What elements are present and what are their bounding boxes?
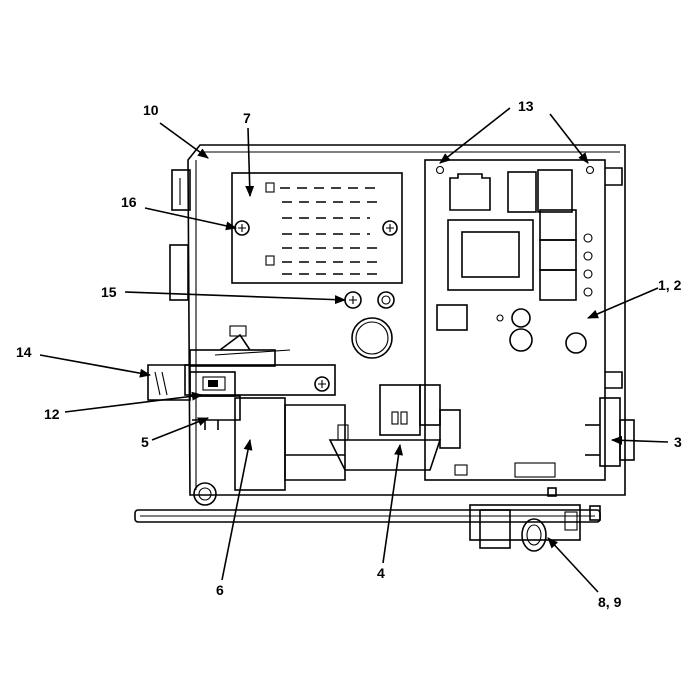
callout-1-2: 1, 2 [658,277,682,293]
board-item-7 [231,172,403,284]
board-item-1-2 [424,159,606,481]
callout-7: 7 [243,110,251,126]
connector-item-3 [585,397,635,467]
callout-6: 6 [216,582,224,598]
callout-8-9: 8, 9 [598,594,622,610]
callout-3: 3 [674,434,682,450]
chassis-frame [169,144,626,496]
callout-12: 12 [44,406,60,422]
board-traces [280,187,380,275]
callout-15: 15 [101,284,117,300]
part-item-8-9 [469,504,581,552]
callout-labels: 10 7 16 15 13 1, 2 3 14 12 5 6 4 8, 9 [16,98,682,610]
bottom-rail [134,487,601,523]
callout-5: 5 [141,434,149,450]
screw-item-16 [234,220,250,236]
screw-board-right [382,220,398,236]
callout-14: 14 [16,344,32,360]
lower-assembly [147,325,468,506]
leader-lines [39,107,669,593]
callout-13: 13 [518,98,534,114]
callout-16: 16 [121,194,137,210]
callout-4: 4 [377,565,385,581]
callout-10: 10 [143,102,159,118]
screws-item-15 [344,291,395,309]
round-component [351,317,393,359]
